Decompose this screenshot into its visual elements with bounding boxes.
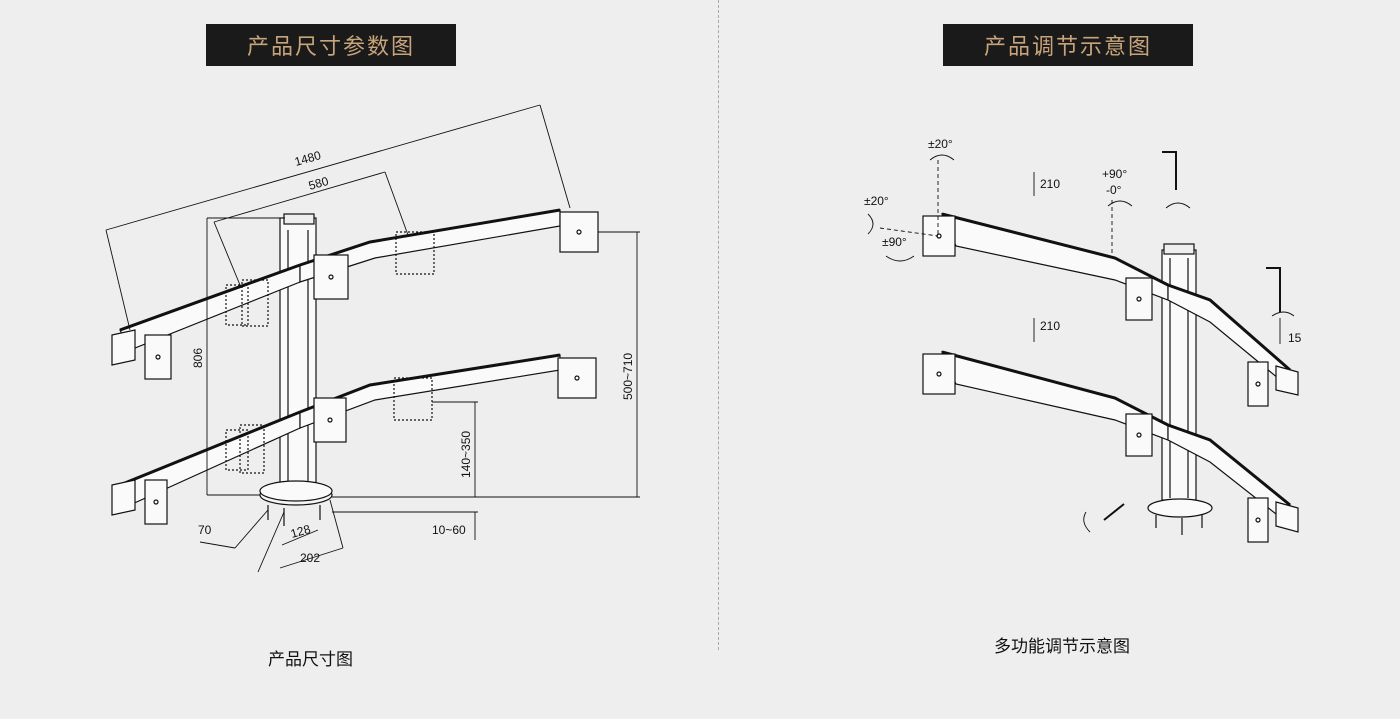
section-title-adjustment: 产品调节示意图 xyxy=(943,24,1193,66)
section-title-dimensions: 产品尺寸参数图 xyxy=(206,24,456,66)
section-divider xyxy=(718,0,719,650)
vesa-plate xyxy=(922,353,956,395)
clamp-rotation-icon xyxy=(1083,511,1091,533)
rotate-rotation-icon xyxy=(885,255,915,262)
alt-position-plates xyxy=(225,231,435,474)
vesa-plate xyxy=(559,211,599,253)
adj-swivel: ±20° xyxy=(864,194,889,208)
dim-arm-span: 580 xyxy=(307,174,330,193)
vesa-plate xyxy=(557,357,597,399)
mount-base xyxy=(259,480,333,526)
vesa-plate xyxy=(1125,413,1153,457)
dimension-drawing: 1480 580 806 500~710 140~350 10~60 70 12… xyxy=(105,104,640,573)
dim-base-offset: 70 xyxy=(198,523,212,537)
adjustment-drawing: ±20° ±20° ±90° 210 210 +90° -0° 15 xyxy=(864,137,1302,543)
dim-clamp-range: 10~60 xyxy=(432,523,466,537)
mount-pole xyxy=(279,213,317,489)
vesa-plate xyxy=(1247,361,1269,407)
tilt-rotation-icon xyxy=(929,154,955,161)
adj-depth: 15 xyxy=(1288,331,1302,345)
vesa-plate xyxy=(1125,277,1153,321)
mount-base xyxy=(1147,498,1213,535)
adj-tilt: ±20° xyxy=(928,137,953,151)
caption-adjustment: 多功能调节示意图 xyxy=(994,637,1130,657)
vesa-plate xyxy=(144,334,172,380)
dim-pole-height: 806 xyxy=(191,348,205,368)
adj-height-top: 210 xyxy=(1040,177,1060,191)
dim-vesa-range: 500~710 xyxy=(621,353,635,400)
adjustment-labels: ±20° ±20° ±90° 210 210 +90° -0° 15 xyxy=(864,137,1302,345)
adj-rotate: ±90° xyxy=(882,235,907,249)
dim-base-inner: 128 xyxy=(289,522,312,541)
allen-key-icon xyxy=(1103,503,1125,521)
swivel-rotation-icon xyxy=(867,213,874,235)
adj-pivot-plus: +90° xyxy=(1102,167,1127,181)
vesa-plate xyxy=(313,254,349,300)
caption-dimensions: 产品尺寸图 xyxy=(268,650,353,670)
vesa-plate xyxy=(144,479,168,525)
vesa-plate xyxy=(1247,497,1269,543)
vesa-plate xyxy=(922,215,956,257)
adj-height-bottom: 210 xyxy=(1040,319,1060,333)
adj-pivot-minus: -0° xyxy=(1106,183,1122,197)
allen-key-icon xyxy=(1266,267,1281,312)
vesa-plate xyxy=(313,397,347,443)
mount-pole xyxy=(1161,243,1197,501)
allen-key-icon xyxy=(1162,151,1177,190)
pivot-rotation-icon xyxy=(1165,202,1191,209)
pivot-rotation-icon xyxy=(1107,200,1133,207)
pivot-rotation-icon xyxy=(1271,311,1295,317)
dim-lower-range: 140~350 xyxy=(459,431,473,478)
dim-base-outer: 202 xyxy=(300,551,320,565)
dimension-labels: 1480 580 806 500~710 140~350 10~60 70 12… xyxy=(191,148,635,565)
dim-overall-width: 1480 xyxy=(293,148,323,169)
